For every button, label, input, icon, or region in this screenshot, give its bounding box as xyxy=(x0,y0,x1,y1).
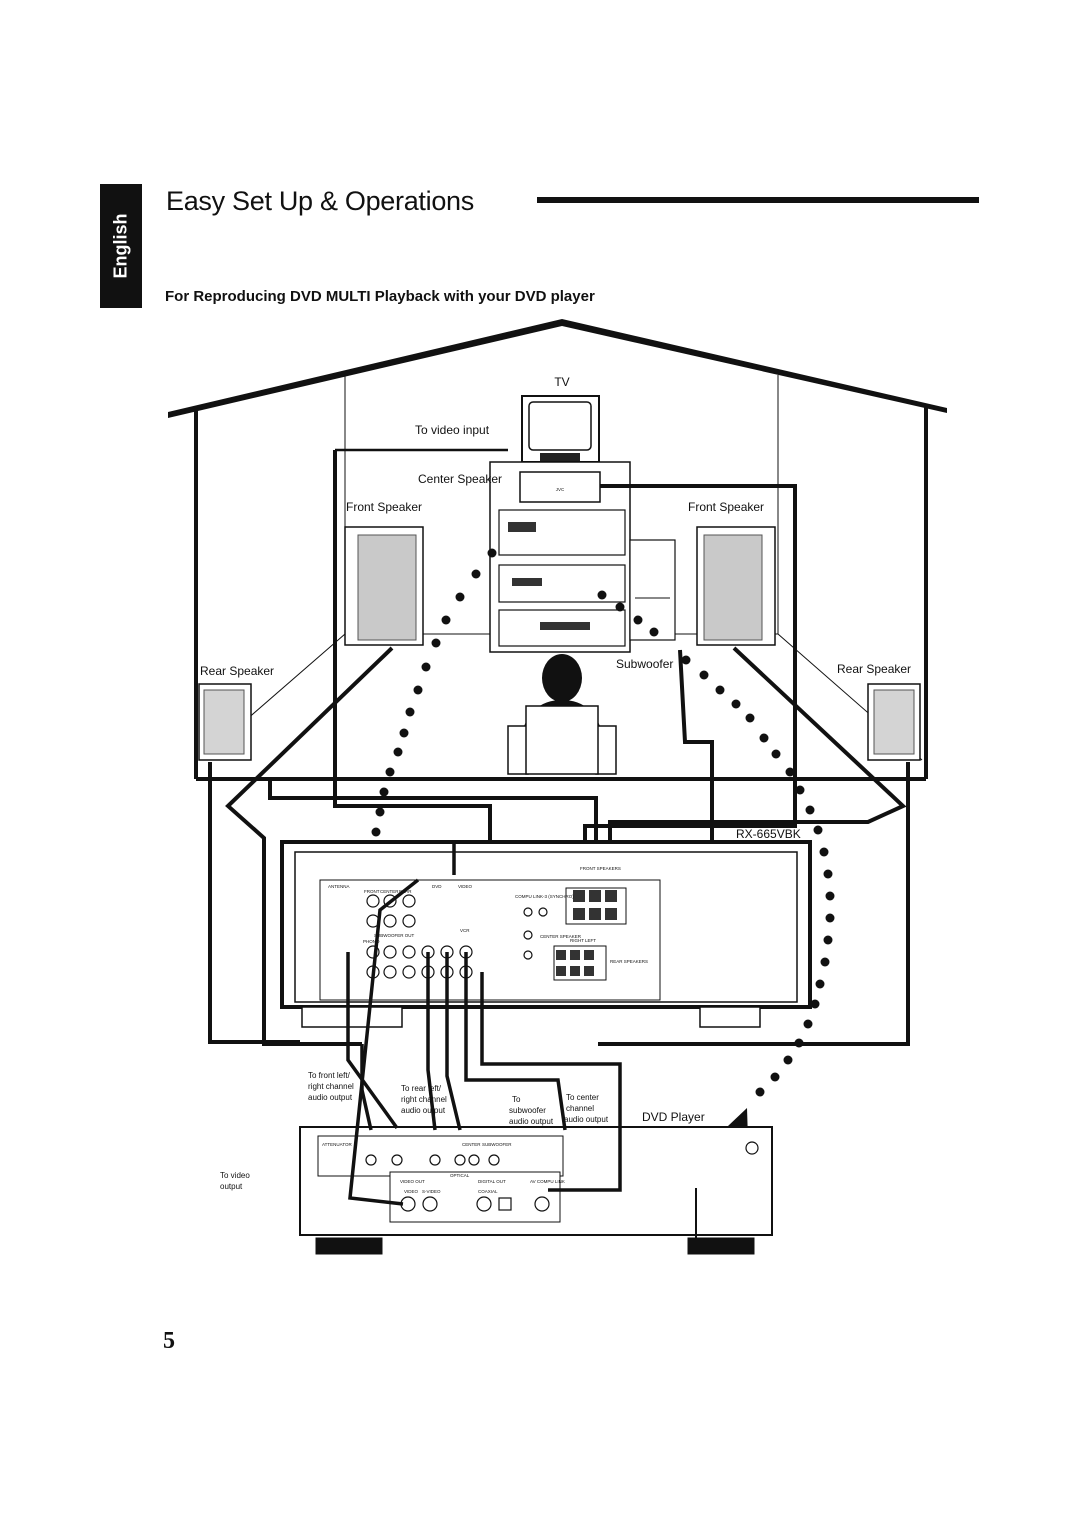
dvd-av-compu-link-label: AV COMPU LINK xyxy=(530,1179,565,1184)
receiver-vcr-label: VCR xyxy=(460,928,470,933)
rca-cables xyxy=(346,840,697,1250)
dvd-digital-out-label: DIGITAL OUT xyxy=(478,1179,506,1184)
page-number: 5 xyxy=(163,1328,175,1354)
to-front-line3: audio output xyxy=(308,1093,353,1102)
to-front-line2: right channel xyxy=(308,1082,354,1091)
diagram-labels: TV To video input Center Speaker Front S… xyxy=(200,375,911,1191)
dvd-coaxial-label: COAXIAL xyxy=(478,1189,498,1194)
to-video-output-line2: output xyxy=(220,1182,243,1191)
dvd-attenuator-label: ATTENUATOR xyxy=(322,1142,353,1147)
center-speaker-label: Center Speaker xyxy=(418,472,502,486)
subwoofer-label: Subwoofer xyxy=(616,657,673,671)
to-subwoofer-line2: subwoofer xyxy=(509,1106,546,1115)
front-speaker-left xyxy=(344,526,424,646)
receiver-front-speakers-label: FRONT SPEAKERS xyxy=(580,866,621,871)
dvd-center-label: CENTER xyxy=(462,1142,481,1147)
receiver-compu-link-label: COMPU LINK-3 (SYNCHRO) xyxy=(515,894,574,899)
rear-speaker-left xyxy=(198,683,252,761)
receiver-video-label: VIDEO xyxy=(458,884,473,889)
to-center-line1: To center xyxy=(566,1093,599,1102)
dvd-subwoofer-label: SUBWOOFER xyxy=(482,1142,512,1147)
tv-label: TV xyxy=(554,375,569,389)
language-tab: English xyxy=(100,184,142,308)
to-rear-line1: To rear left/ xyxy=(401,1084,442,1093)
to-front-line1: To front left/ xyxy=(308,1071,351,1080)
section-subtitle: For Reproducing DVD MULTI Playback with … xyxy=(165,288,595,305)
rear-speaker-right-label: Rear Speaker xyxy=(837,662,911,676)
to-video-output-line1: To video xyxy=(220,1171,250,1180)
receiver-center-speaker-label: CENTER SPEAKER xyxy=(540,934,582,939)
title-rule xyxy=(537,197,979,203)
rear-speaker-right xyxy=(867,683,921,761)
receiver-center-label: CENTER xyxy=(380,889,399,894)
receiver-rear-speakers-label: REAR SPEAKERS xyxy=(610,959,648,964)
front-speaker-right-label: Front Speaker xyxy=(688,500,764,514)
listener-figure xyxy=(507,654,617,775)
to-rear-line2: right channel xyxy=(401,1095,447,1104)
receiver-left-label: LEFT xyxy=(585,938,596,943)
equipment-rack: JVC xyxy=(489,461,676,653)
receiver-front-label: FRONT xyxy=(364,889,380,894)
to-subwoofer-line3: audio output xyxy=(509,1117,554,1126)
receiver-antenna-label: ANTENNA xyxy=(328,884,350,889)
dvd-player: ATTENUATOR VIDEO OUT DIGITAL OUT OPTICAL… xyxy=(299,1126,773,1255)
page-title: Easy Set Up & Operations xyxy=(166,186,474,216)
front-speaker-left-label: Front Speaker xyxy=(346,500,422,514)
receiver-model-label: RX-665VBK xyxy=(736,827,801,841)
dvd-player-label: DVD Player xyxy=(642,1110,705,1124)
to-center-line2: channel xyxy=(566,1104,594,1113)
receiver-right-label: RIGHT xyxy=(570,938,584,943)
dvd-video-out-label: VIDEO OUT xyxy=(400,1179,425,1184)
svg-text:JVC: JVC xyxy=(556,487,565,492)
to-rear-line3: audio output xyxy=(401,1106,446,1115)
to-center-line3: audio output xyxy=(564,1115,609,1124)
front-speaker-right xyxy=(696,526,776,646)
tv xyxy=(521,395,600,463)
receiver-phono-label: PHONO xyxy=(363,939,380,944)
receiver-subwoofer-out-label: SUBWOOFER OUT xyxy=(374,933,415,938)
rear-speaker-left-label: Rear Speaker xyxy=(200,664,274,678)
av-receiver: ANTENNA FRONT CENTER REAR DVD VIDEO VCR … xyxy=(280,840,812,1028)
dvd-s-video-label: S-VIDEO xyxy=(422,1189,441,1194)
dvd-video-label: VIDEO xyxy=(404,1189,419,1194)
receiver-dvd-label: DVD xyxy=(432,884,442,889)
to-subwoofer-line1: To xyxy=(512,1095,521,1104)
dvd-optical-label: OPTICAL xyxy=(450,1173,470,1178)
to-video-input-label: To video input xyxy=(415,423,490,437)
